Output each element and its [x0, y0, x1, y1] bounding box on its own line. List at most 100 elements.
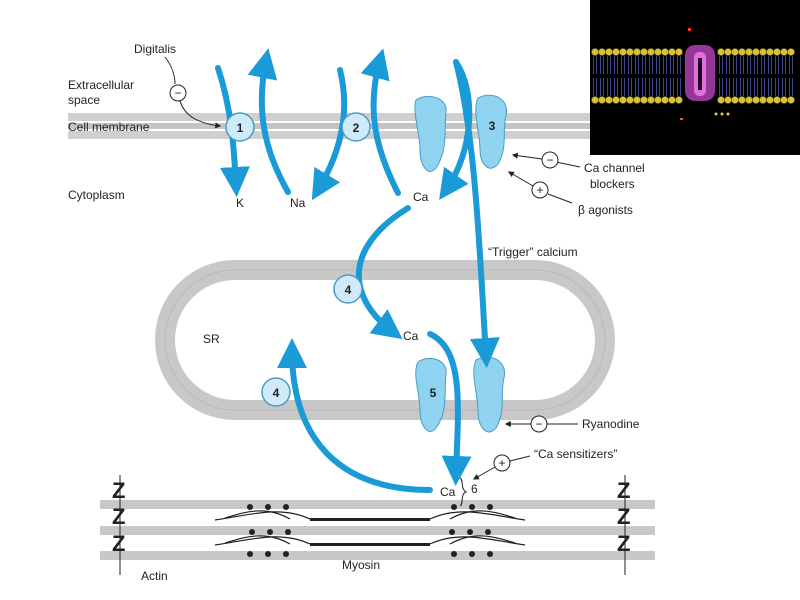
- z-left-2: Z: [112, 504, 125, 529]
- lipid-heads: [591, 48, 795, 104]
- lipid-head: [612, 48, 620, 56]
- ryanodine-inhibitor: −: [504, 415, 578, 433]
- lipid-head: [647, 48, 655, 56]
- lipid-head: [598, 96, 606, 104]
- lipid-head: [640, 96, 648, 104]
- z-right-1: Z: [617, 478, 630, 503]
- lipid-head: [717, 96, 725, 104]
- lipid-tails: [593, 56, 793, 96]
- z-lines: Z Z Z Z Z Z: [112, 478, 630, 556]
- lipid-head: [752, 96, 760, 104]
- site-2-number: 2: [353, 121, 360, 135]
- lipid-head: [640, 48, 648, 56]
- ca-channel-protein: [414, 94, 508, 172]
- sarcoplasmic-reticulum: [155, 260, 615, 420]
- site-6-label: 6: [471, 482, 478, 496]
- lipid-bilayer-inset: [590, 0, 800, 155]
- site-4-uptake: 4: [333, 274, 363, 304]
- trigger-calcium-arrow: [453, 59, 500, 368]
- blockers-label: blockers: [590, 177, 635, 191]
- sr-reuptake-arrow: [277, 338, 433, 493]
- ca-channel-label: Ca channel: [584, 161, 645, 175]
- lipid-head: [773, 48, 781, 56]
- site-3-number: 3: [489, 119, 496, 133]
- ca-to-sr-arrow: [355, 205, 411, 340]
- ion-dot: [680, 118, 683, 120]
- lipid-head: [598, 48, 606, 56]
- ryanodine-label: Ryanodine: [582, 417, 640, 431]
- lipid-head: [766, 48, 774, 56]
- lipid-head: [591, 96, 599, 104]
- cell-membrane-label: Cell membrane: [68, 120, 150, 134]
- site-2: 2: [341, 112, 371, 142]
- cytoplasm-label: Cytoplasm: [68, 188, 125, 202]
- lipid-head: [619, 96, 627, 104]
- k-label: K: [236, 196, 244, 210]
- myosin-heads: [214, 510, 526, 546]
- ca-myofilament-label: Ca: [440, 485, 456, 499]
- actin-label: Actin: [141, 569, 168, 583]
- lipid-head: [605, 48, 613, 56]
- lipid-head: [633, 48, 641, 56]
- lipid-head: [675, 48, 683, 56]
- ion-dot: [688, 28, 691, 31]
- sensitizer-sign: +: [498, 456, 505, 470]
- lipid-head: [626, 96, 634, 104]
- site-5-number: 5: [430, 386, 437, 400]
- z-right-3: Z: [617, 531, 630, 556]
- sr-label: SR: [203, 332, 220, 346]
- ca-channel-modulators: − +: [507, 151, 581, 204]
- lipid-head: [626, 48, 634, 56]
- na-k-pump-na-arrow: [247, 48, 291, 195]
- lipid-head: [773, 96, 781, 104]
- ca-entry-label: Ca: [413, 190, 429, 204]
- lipid-head: [654, 96, 662, 104]
- ryanodine-receptor-protein: [415, 356, 506, 433]
- lipid-head: [591, 48, 599, 56]
- lipid-head: [745, 96, 753, 104]
- lipid-head: [717, 48, 725, 56]
- lipid-head: [745, 48, 753, 56]
- lipid-head: [759, 48, 767, 56]
- lipid-head: [724, 48, 732, 56]
- lipid-head: [668, 96, 676, 104]
- ion-dots: [714, 112, 730, 116]
- lipid-head: [661, 96, 669, 104]
- site-1: 1: [225, 112, 255, 142]
- beta-agonists-label: β agonists: [578, 203, 633, 217]
- digitalis-label: Digitalis: [134, 42, 176, 56]
- lipid-head: [619, 48, 627, 56]
- z-left-3: Z: [112, 531, 125, 556]
- site-4a-number: 4: [345, 283, 352, 297]
- lipid-head: [633, 96, 641, 104]
- cell-membrane: [68, 113, 603, 139]
- site-1-number: 1: [237, 121, 244, 135]
- na-label: Na: [290, 196, 306, 210]
- lipid-head: [787, 96, 795, 104]
- lipid-head: [661, 48, 669, 56]
- flux-arrows: [215, 48, 500, 493]
- ca-blocker-sign: −: [546, 153, 553, 167]
- lipid-head: [731, 48, 739, 56]
- na-ca-exchange-na-arrow: [311, 67, 348, 201]
- z-left-1: Z: [112, 478, 125, 503]
- lipid-head: [766, 96, 774, 104]
- ca-sensitizers-label: “Ca sensitizers”: [534, 447, 617, 461]
- lipid-head: [675, 96, 683, 104]
- ca-sensitizers: +: [459, 454, 531, 507]
- lipid-head: [759, 96, 767, 104]
- lipid-head: [724, 96, 732, 104]
- lipid-head: [780, 48, 788, 56]
- lipid-head: [654, 48, 662, 56]
- ca-sr-label: Ca: [403, 329, 419, 343]
- lipid-head: [780, 96, 788, 104]
- na-ca-exchange-ca-arrow: [360, 48, 401, 196]
- myosin-label: Myosin: [342, 558, 380, 572]
- lipid-head: [668, 48, 676, 56]
- space-label: space: [68, 93, 100, 107]
- lipid-head: [738, 96, 746, 104]
- lipid-head: [612, 96, 620, 104]
- myofilaments: [100, 475, 655, 575]
- site-4b-number: 4: [273, 386, 280, 400]
